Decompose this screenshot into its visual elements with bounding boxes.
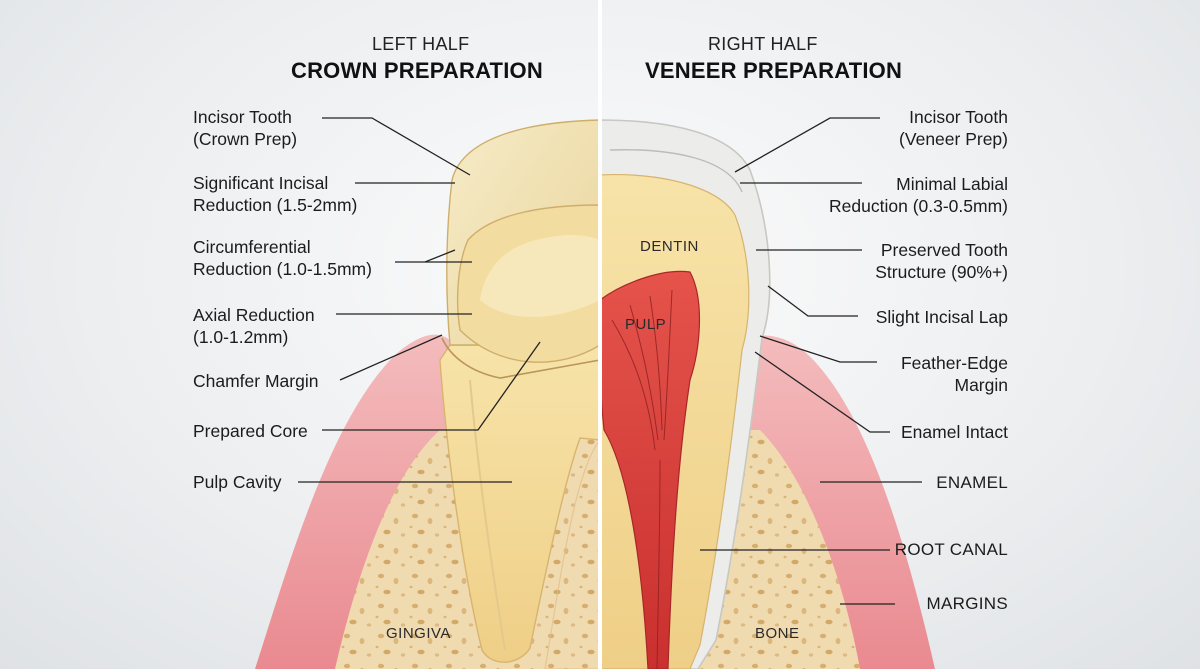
label-line: Feather-Edge [900,353,1008,373]
label-line: (Crown Prep) [193,129,298,149]
label-line: (Veneer Prep) [899,129,1008,149]
right-pulp [599,270,701,669]
left-title: CROWN PREPARATION [291,58,543,83]
inner-label-dentin: DENTIN [640,238,699,255]
label-line: Incisor Tooth [193,107,292,127]
right-subtitle: RIGHT HALF [708,34,818,54]
label-line: Minimal Labial [896,174,1008,194]
label-chamfer-margin: Chamfer Margin [193,371,319,391]
label-line: Significant Incisal [193,173,329,193]
label-minimal-labial: Minimal Labial Reduction (0.3-0.5mm) [829,173,1008,217]
label-enamel: ENAMEL [936,473,1008,492]
label-line: Circumferential [193,237,311,257]
label-line: (1.0-1.2mm) [193,327,289,347]
left-root-line [469,379,506,651]
label-line: Preserved Tooth [880,240,1008,260]
right-leader-lines [700,117,922,605]
left-chamfer-step [441,337,601,379]
label-line: Incisor Tooth [909,107,1008,127]
inner-label-gingiva: GINGIVA [386,625,451,642]
label-preserved-structure: Preserved Tooth Structure (90%+) [875,239,1008,283]
inner-label-pulp: PULP [625,316,667,333]
label-line: Reduction (1.0-1.5mm) [193,259,372,279]
label-axial-reduction: Axial Reduction (1.0-1.2mm) [193,304,315,348]
label-prepared-core: Prepared Core [193,421,308,441]
left-root-shape [439,344,601,663]
right-pulp-vessels [611,289,673,669]
left-subtitle: LEFT HALF [372,34,470,54]
label-incisor-crown: Incisor Tooth (Crown Prep) [193,106,297,150]
label-circumferential: Circumferential Reduction (1.0-1.5mm) [193,236,372,280]
right-title: VENEER PREPARATION [645,58,903,83]
label-pulp-cavity: Pulp Cavity [193,472,282,492]
left-core-highlight [480,234,600,317]
label-line: Structure (90%+) [875,262,1008,282]
inner-label-bone: BONE [755,625,800,642]
label-incisor-veneer: Incisor Tooth (Veneer Prep) [899,106,1008,150]
left-leader-lines [298,117,541,483]
label-enamel-intact: Enamel Intact [901,422,1008,442]
label-line: Margin [954,375,1009,395]
label-feather-edge: Feather-Edge Margin [901,352,1008,396]
right-reduction-line [609,149,743,193]
label-incisal-lap: Slight Incisal Lap [875,307,1008,327]
label-root-canal: ROOT CANAL [894,540,1008,559]
label-incisal-reduction: Significant Incisal Reduction (1.5-2mm) [193,172,357,216]
label-line: Axial Reduction [193,305,315,325]
label-line: Reduction (0.3-0.5mm) [829,196,1008,216]
label-line: Reduction (1.5-2mm) [193,195,358,215]
label-margins: MARGINS [926,594,1008,613]
